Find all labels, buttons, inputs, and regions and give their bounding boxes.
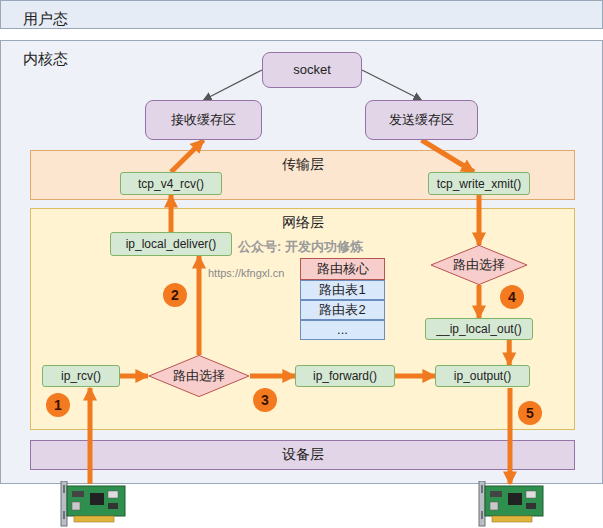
rx-wire <box>88 388 93 484</box>
band-title: 内核态 <box>23 50 68 67</box>
decision-diamond: 路由选择 <box>148 355 250 397</box>
user-space-band: 用户态 <box>0 0 603 29</box>
flow-arrow <box>477 195 482 245</box>
callout-number: 5 <box>518 401 542 425</box>
flow-arrow <box>507 340 512 365</box>
band-title: 用户态 <box>23 10 68 27</box>
route-table-cell: ... <box>300 320 385 340</box>
flow-arrow <box>169 195 174 232</box>
flow-arrow <box>395 374 435 379</box>
route-table-cell: 路由表1 <box>300 280 385 300</box>
callout-number: 1 <box>46 393 70 417</box>
flow-arrow <box>422 140 474 172</box>
network-card <box>61 481 125 526</box>
callout-number: 4 <box>500 285 524 309</box>
flow-arrow <box>477 285 482 318</box>
node-label: ... <box>337 322 348 338</box>
layer-band: 设备层 <box>30 440 575 470</box>
node-label: 路由表1 <box>319 282 365 298</box>
node-label: 路由选择 <box>453 257 505 273</box>
node-label: ip_local_deliver() <box>126 236 217 252</box>
buffer-box: 接收缓存区 <box>145 100 262 140</box>
tx-wire <box>508 388 513 484</box>
node-label: tcp_write_xmit() <box>437 176 522 192</box>
node-label: ip_output() <box>454 368 511 384</box>
flow-arrow <box>250 374 295 379</box>
node-label: tcp_v4_rcv() <box>138 176 204 192</box>
flow-arrow <box>120 374 148 379</box>
node-label: 发送缓存区 <box>389 112 454 128</box>
node-label: 路由选择 <box>173 368 225 384</box>
node-label: socket <box>293 62 331 78</box>
function-box: ip_output() <box>435 365 530 387</box>
function-box: tcp_v4_rcv() <box>120 172 222 195</box>
band-title: 设备层 <box>31 446 574 463</box>
watermark: https://kfngxl.cn <box>207 266 285 280</box>
flow-arrow <box>171 140 204 172</box>
route-table-cell: 路由核心 <box>300 258 385 280</box>
function-box: tcp_write_xmit() <box>428 172 530 195</box>
layer-band: 传输层 tcp_v4_rcv() tcp_write_xmit() <box>30 150 575 200</box>
network-card <box>479 481 543 526</box>
flow-arrow <box>197 256 202 355</box>
band-title: 网络层 <box>31 214 574 231</box>
node-label: __ip_local_out() <box>436 321 521 337</box>
function-box: ip_forward() <box>295 365 395 387</box>
function-box: ip_rcv() <box>42 365 120 387</box>
watermark: 公众号: 开发内功修炼 <box>238 238 363 255</box>
band-title: 传输层 <box>31 156 574 173</box>
node-label: ip_rcv() <box>61 368 101 384</box>
node-label: 路由核心 <box>317 261 369 277</box>
flow-arrow <box>362 70 422 100</box>
node-label: 路由表2 <box>319 302 365 318</box>
route-table-cell: 路由表2 <box>300 300 385 320</box>
node-label: 接收缓存区 <box>171 112 236 128</box>
function-box: __ip_local_out() <box>425 318 533 340</box>
node-label: ip_forward() <box>313 368 377 384</box>
function-box: ip_local_deliver() <box>110 232 232 256</box>
callout-number: 2 <box>163 283 187 307</box>
buffer-box: 发送缓存区 <box>365 100 478 140</box>
callout-number: 3 <box>253 388 277 412</box>
socket-box: socket <box>262 52 362 88</box>
flow-arrow <box>204 70 263 100</box>
decision-diamond: 路由选择 <box>430 245 528 285</box>
